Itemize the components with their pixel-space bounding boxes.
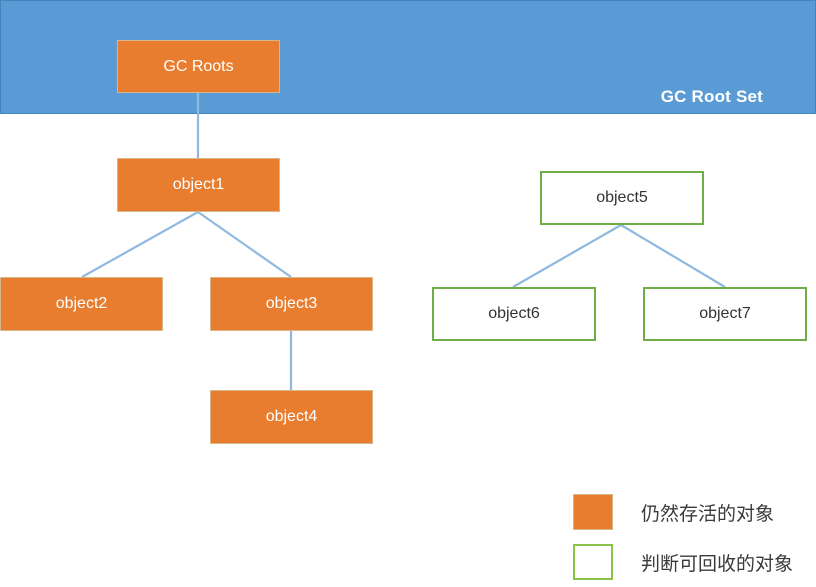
legend-swatch-alive-icon (573, 494, 613, 530)
gc-root-set-label: GC Root Set (660, 87, 763, 106)
edge-object1-to-object3 (197, 211, 292, 278)
node-object2[interactable]: object2 (0, 277, 163, 331)
node-label: object7 (699, 305, 751, 322)
node-object6[interactable]: object6 (432, 287, 596, 341)
edge-object1-to-object2 (81, 211, 199, 278)
legend-item-collectable: 判断可回收的对象 (573, 537, 813, 587)
node-label: object4 (265, 408, 318, 425)
node-label: object3 (265, 295, 318, 312)
node-label: object2 (55, 295, 108, 312)
node-object1[interactable]: object1 (117, 158, 280, 212)
node-label: GC Roots (163, 57, 234, 75)
node-label: object5 (596, 189, 648, 206)
node-object7[interactable]: object7 (643, 287, 807, 341)
node-object5[interactable]: object5 (540, 171, 704, 225)
legend-item-alive: 仍然存活的对象 (573, 487, 813, 537)
node-object4[interactable]: object4 (210, 390, 373, 444)
node-object3[interactable]: object3 (210, 277, 373, 331)
legend-label-alive: 仍然存活的对象 (641, 503, 775, 525)
edge-object5-to-object7 (620, 224, 726, 288)
legend-label-collectable: 判断可回收的对象 (641, 553, 794, 575)
node-label: object1 (172, 176, 225, 193)
legend-swatch-collectable-icon (573, 544, 613, 580)
node-label: object6 (488, 305, 540, 322)
edge-object5-to-object6 (512, 224, 622, 288)
legend: 仍然存活的对象 判断可回收的对象 (573, 487, 813, 587)
node-gcroots[interactable]: GC Roots (117, 40, 280, 93)
